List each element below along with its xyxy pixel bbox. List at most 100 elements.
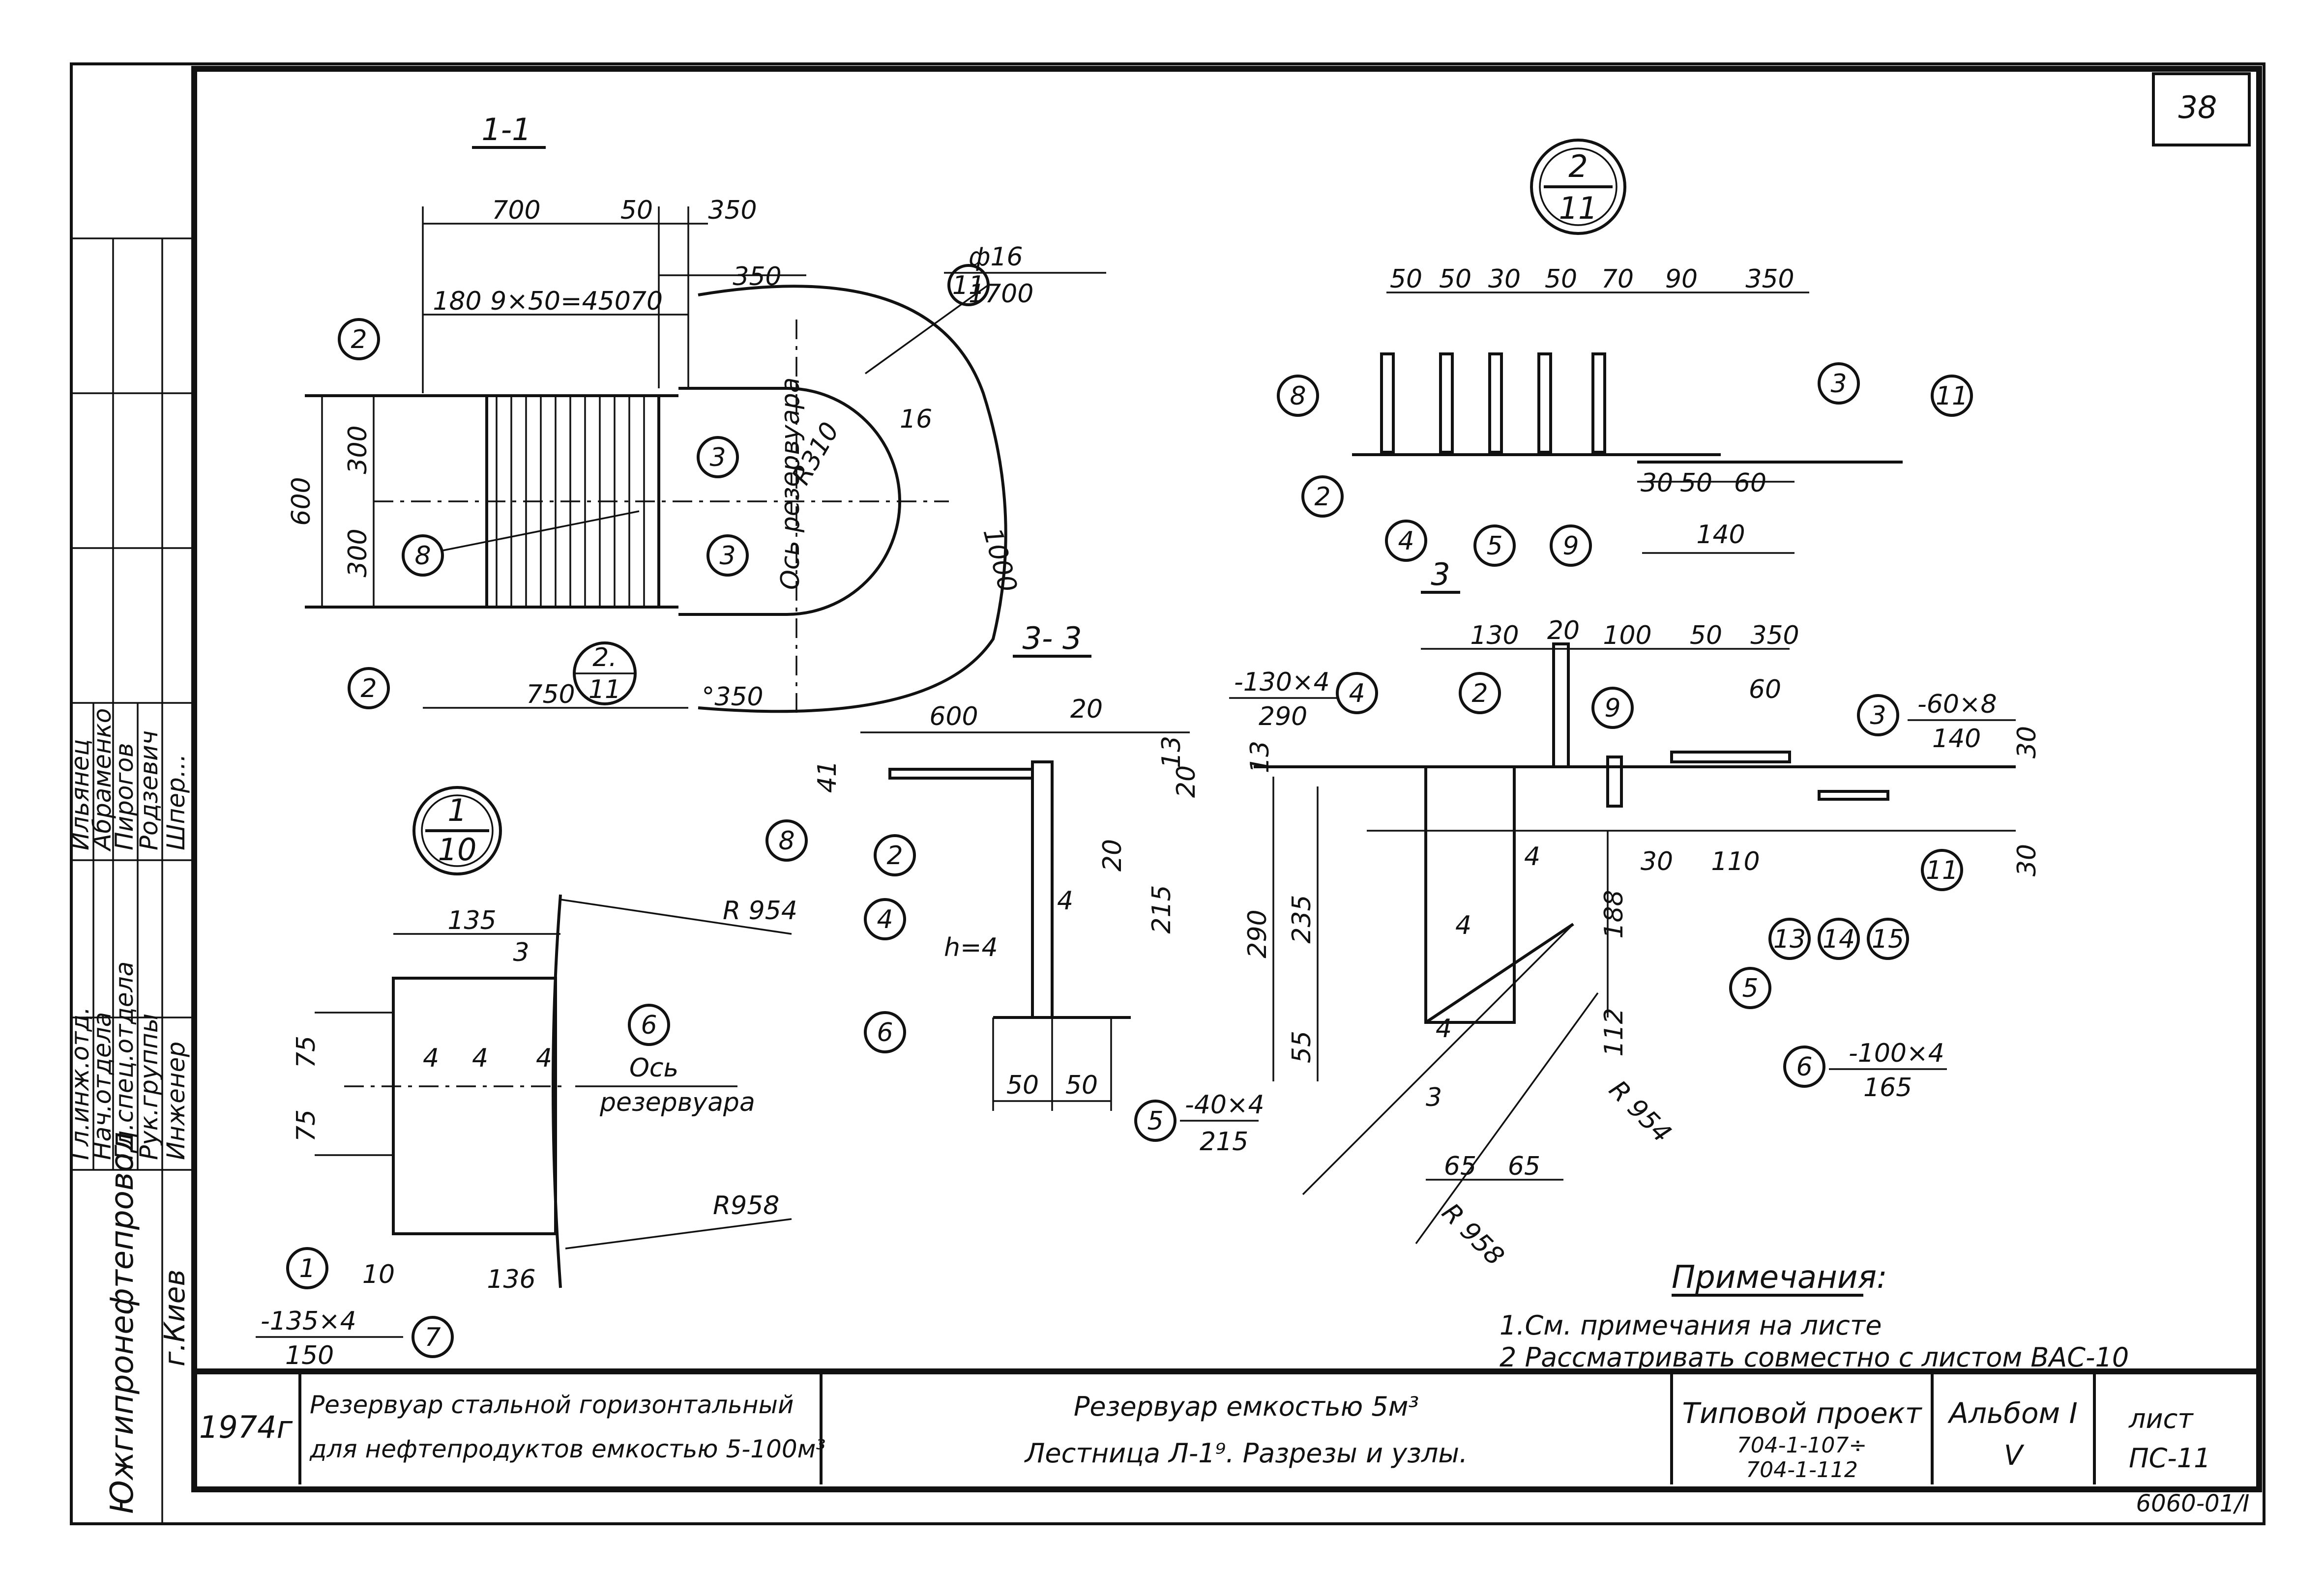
stamp-name-3: Пирогов xyxy=(110,743,139,850)
d211-60: 60 xyxy=(1734,468,1766,498)
n110-75b: 75 xyxy=(292,1109,321,1142)
s33-215: 215 xyxy=(1147,885,1177,933)
organization: Южгипронефтепровод xyxy=(104,1131,141,1514)
v3-w4c: 4 xyxy=(1436,1014,1452,1044)
dim-300b: 300 xyxy=(343,528,373,577)
marker-2a: 2 xyxy=(351,325,367,354)
marker-2b: 2 xyxy=(360,674,377,703)
dim-750: 750 xyxy=(526,680,575,709)
section-title-3-3: 3- 3 xyxy=(1023,620,1082,656)
v3-130: 130 xyxy=(1470,621,1519,650)
s33-20a: 20 xyxy=(1070,695,1103,724)
v3-50: 50 xyxy=(1690,621,1722,650)
v3-marker-3: 3 xyxy=(1870,701,1886,730)
v3-plate6-top: -100×4 xyxy=(1849,1039,1944,1068)
v3-r954: R 954 xyxy=(1603,1075,1677,1149)
v3-30a: 30 xyxy=(1641,847,1673,876)
outer-frame xyxy=(70,62,2265,1525)
dim-1000: 1000 xyxy=(977,525,1022,595)
node-1-10-top: 1 xyxy=(447,792,467,828)
marker-3b: 3 xyxy=(719,541,735,571)
d211-50c: 50 xyxy=(1545,264,1577,294)
s33-plate5-bottom: 215 xyxy=(1200,1127,1248,1157)
node-2-11-top: 2 xyxy=(1568,148,1588,184)
view-3: 3 130 20 100 50 350 60 13 290 235 55 188… xyxy=(1229,556,2042,1272)
v3-350: 350 xyxy=(1750,621,1799,650)
n211-marker-3: 3 xyxy=(1830,369,1847,399)
view-section-1-1: 1-1 700 50 350 180 9×50=450 70 350 600 3… xyxy=(287,112,1106,718)
v3-marker-5: 5 xyxy=(1742,974,1758,1003)
dim-9x50: 9×50=450 xyxy=(490,287,631,316)
dim-180: 180 xyxy=(433,287,481,316)
d211-50b: 50 xyxy=(1439,264,1471,294)
d211-50d: 50 xyxy=(1680,468,1712,498)
city: г.Киев xyxy=(158,1269,191,1366)
n110-136: 136 xyxy=(487,1265,535,1294)
tread-hatch xyxy=(485,394,660,609)
s33-marker-8: 8 xyxy=(778,826,794,856)
n110-marker-1: 1 xyxy=(299,1254,315,1283)
n110-w4a: 4 xyxy=(423,1044,439,1073)
s33-weld: h=4 xyxy=(944,933,998,962)
stamp-role-3: Гл.спец.отдела xyxy=(110,961,139,1160)
n110-10: 10 xyxy=(362,1260,395,1289)
node-callout-2-11 xyxy=(1530,139,1626,235)
n110-marker-7: 7 xyxy=(424,1323,441,1352)
v3-r958: R 958 xyxy=(1436,1198,1510,1272)
inner-frame xyxy=(191,66,2262,1492)
stamp-role-1: Гл.инж.отд. xyxy=(66,1007,94,1160)
dim-300a: 300 xyxy=(343,425,373,474)
n110-r958: R958 xyxy=(713,1191,779,1220)
n110-marker-6: 6 xyxy=(641,1011,657,1040)
n211-marker-11: 11 xyxy=(1936,381,1968,411)
s33-20c: 20 xyxy=(1098,839,1127,872)
v3-110: 110 xyxy=(1711,847,1760,876)
d211-30: 30 xyxy=(1488,264,1521,294)
v3-30c: 30 xyxy=(2012,844,2042,876)
sheet-id: ПС-11 xyxy=(2129,1443,2211,1474)
d211-140: 140 xyxy=(1696,520,1745,550)
object-line-2: для нефтепродуктов емкостью 5-100м³ xyxy=(309,1435,825,1463)
album-sub: V xyxy=(2004,1440,2025,1472)
stamp-name-4: Родзевич xyxy=(135,730,163,850)
n211-marker-2: 2 xyxy=(1314,482,1330,512)
v3-plate3-top: -60×8 xyxy=(1917,690,1997,719)
v3-100: 100 xyxy=(1603,621,1651,650)
s33-marker-6: 6 xyxy=(877,1018,893,1047)
stamp-name-1: Ильянец xyxy=(66,739,94,850)
marker-3a: 3 xyxy=(709,443,726,472)
v3-290: 290 xyxy=(1243,909,1272,958)
v3-plate6-bottom: 165 xyxy=(1863,1073,1912,1103)
n110-135: 135 xyxy=(447,906,496,935)
n110-axis-2: резервуара xyxy=(599,1088,755,1117)
sheet-title-1: Резервуар емкостью 5м³ xyxy=(1074,1391,1419,1422)
n110-plate-top: -135×4 xyxy=(261,1307,356,1336)
notes: Примечания: 1.См. примечания на листе 2 … xyxy=(1500,1259,2129,1373)
archive-stamp: 6060-01/I xyxy=(2136,1490,2250,1517)
v3-20: 20 xyxy=(1547,616,1580,645)
n110-r954: R 954 xyxy=(723,896,797,926)
v3-188: 188 xyxy=(1599,890,1629,938)
project-number-2: 704-1-112 xyxy=(1746,1457,1858,1482)
v3-marker-2: 2 xyxy=(1471,679,1488,708)
node-callout-1-10 xyxy=(412,786,502,875)
dim-600: 600 xyxy=(287,477,316,525)
sheet-label: лист xyxy=(2128,1403,2194,1434)
d211-70: 70 xyxy=(1601,264,1634,294)
view-node-2-11: 2 11 50 50 30 50 70 90 350 30 50 60 140 … xyxy=(1277,139,1973,567)
s33-marker-2: 2 xyxy=(886,841,903,871)
sheet-number-box xyxy=(2152,72,2251,146)
s33-13: 13 xyxy=(1157,736,1186,768)
n211-marker-9: 9 xyxy=(1562,531,1579,561)
album-label: Альбом I xyxy=(1947,1396,2077,1430)
section-title-1-1: 1-1 xyxy=(481,112,531,147)
s33-41: 41 xyxy=(813,760,842,793)
dim-70: 70 xyxy=(630,287,663,316)
stamp-role-5: Инженер xyxy=(162,1042,190,1160)
v3-marker-4: 4 xyxy=(1349,679,1365,708)
axis-label-1-1: Ось резервуара xyxy=(776,377,805,590)
section-3-mark-b: 3 xyxy=(1426,1083,1442,1112)
n110-axis-1: Ось xyxy=(629,1053,678,1083)
v3-65b: 65 xyxy=(1508,1152,1540,1181)
notes-title: Примечания: xyxy=(1672,1259,1887,1296)
